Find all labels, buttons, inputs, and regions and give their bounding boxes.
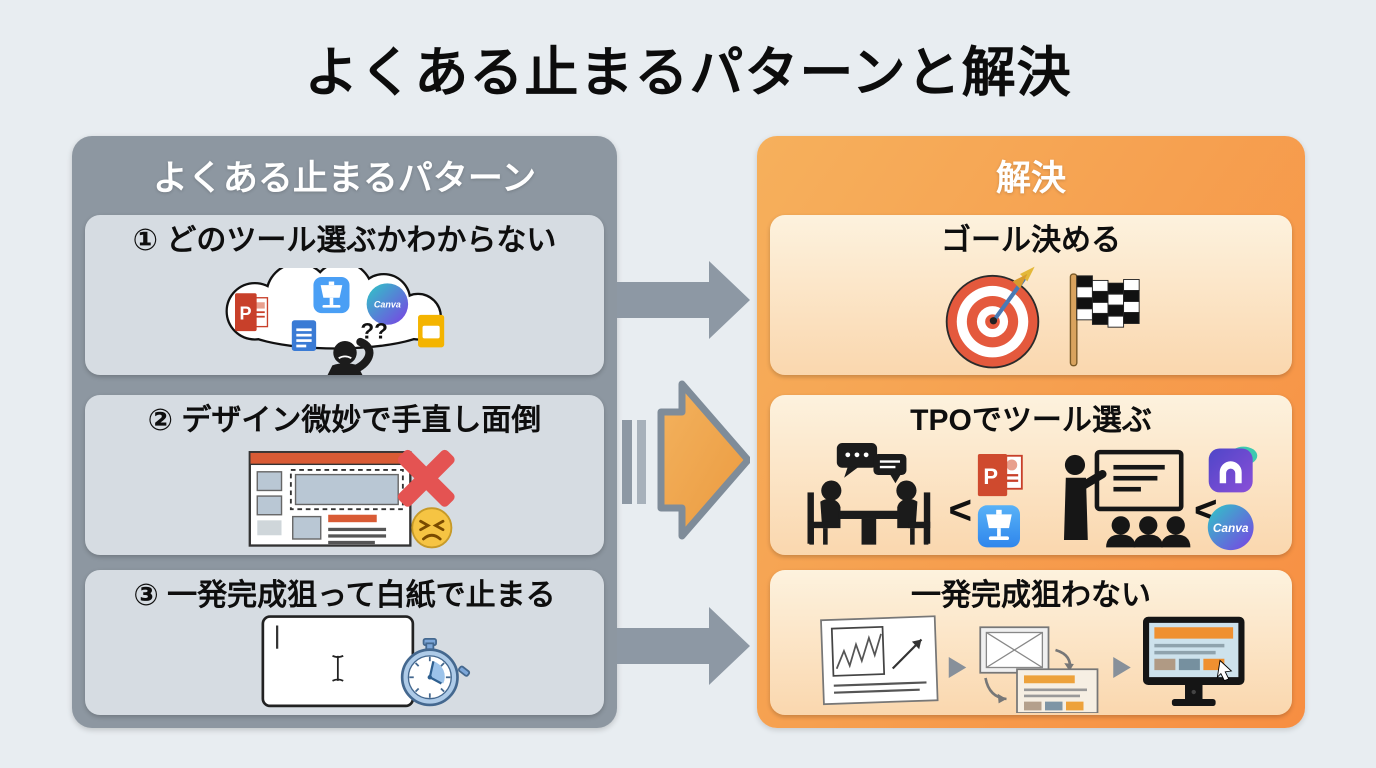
svg-text:P: P bbox=[239, 303, 251, 323]
patterns-column-header: よくある止まるパターン bbox=[152, 159, 537, 198]
stopwatch-icon bbox=[400, 638, 470, 707]
presentation-icon bbox=[1063, 449, 1191, 548]
pattern-3-label: ③ 一発完成狙って白紙で止まる bbox=[133, 579, 556, 612]
target-dart-icon bbox=[945, 266, 1040, 369]
iteration-process-illustration bbox=[820, 615, 1245, 713]
blank-page-illustration bbox=[261, 615, 470, 708]
page-title: よくある止まるパターンと解決 bbox=[304, 43, 1072, 103]
solution-card-1: ゴール決める bbox=[770, 215, 1292, 375]
solution-1-label: ゴール決める bbox=[941, 224, 1121, 257]
less-than-1: < bbox=[949, 488, 973, 533]
question-marks: ?? bbox=[360, 318, 388, 343]
powerpoint-icon: P bbox=[977, 453, 1023, 497]
step-arrow-2 bbox=[1113, 657, 1131, 678]
blank-slide-icon bbox=[261, 615, 414, 708]
bad-design-illustration bbox=[248, 449, 455, 549]
docs-icon bbox=[291, 320, 316, 351]
solutions-column: 解決 ゴール決める bbox=[757, 136, 1305, 728]
slide-editor-icon bbox=[248, 451, 412, 547]
solutions-column-header: 解決 bbox=[995, 159, 1066, 198]
wireframe-icons bbox=[979, 626, 1099, 713]
svg-text:P: P bbox=[983, 464, 998, 489]
pattern-card-1: ① どのツール選ぶかわからない bbox=[85, 215, 604, 375]
solution-card-2: TPOでツール選ぶ bbox=[770, 395, 1292, 555]
tool-confusion-illustration: P bbox=[225, 268, 444, 375]
powerpoint-icon: P bbox=[234, 293, 268, 332]
solution-card-3: 一発完成狙わない bbox=[770, 570, 1292, 715]
keynote-icon bbox=[977, 505, 1021, 548]
pattern-1-label: ① どのツール選ぶかわからない bbox=[132, 224, 557, 257]
monitor-final-icon bbox=[1143, 616, 1245, 706]
frustrated-face-icon bbox=[410, 507, 452, 549]
slides-icon bbox=[417, 314, 444, 348]
goal-illustration bbox=[945, 266, 1140, 369]
step-arrow-1 bbox=[948, 657, 967, 678]
canva-icon: Canva bbox=[1207, 504, 1254, 551]
solution-2-label: TPOでツール選ぶ bbox=[910, 404, 1152, 437]
pattern-card-2: ② デザイン微妙で手直し面倒 bbox=[85, 395, 604, 555]
solution-3-label: 一発完成狙わない bbox=[911, 579, 1151, 612]
arrow-pattern3-to-solution bbox=[617, 607, 750, 685]
tpo-illustration: < P bbox=[807, 442, 1258, 551]
keynote-icon bbox=[312, 277, 350, 314]
gamma-icon bbox=[1208, 446, 1258, 493]
pattern-card-3: ③ 一発完成狙って白紙で止まる bbox=[85, 570, 604, 715]
confused-person-icon bbox=[327, 337, 373, 375]
canva-icon: Canva bbox=[366, 283, 408, 325]
pattern-2-label: ② デザイン微妙で手直し面倒 bbox=[147, 404, 542, 437]
arrow-pattern1-to-solution bbox=[617, 261, 750, 339]
red-x-icon bbox=[397, 449, 455, 507]
svg-text:Canva: Canva bbox=[1213, 521, 1249, 535]
svg-text:Canva: Canva bbox=[373, 300, 400, 310]
patterns-column: よくある止まるパターン ① どのツール選ぶかわからない bbox=[72, 136, 617, 728]
checkered-flag-icon bbox=[1069, 273, 1140, 367]
sketch-draft-icon bbox=[820, 615, 939, 706]
meeting-icon bbox=[807, 442, 931, 545]
big-transform-arrow bbox=[622, 380, 750, 540]
